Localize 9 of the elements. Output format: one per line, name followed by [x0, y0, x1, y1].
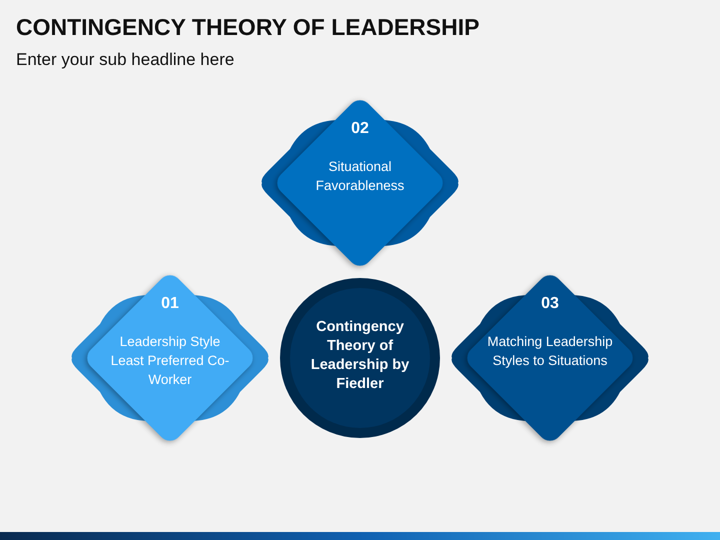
step-number: 03: [540, 294, 560, 313]
subtitle: Enter your sub headline here: [16, 50, 234, 70]
step-number: 01: [160, 294, 180, 313]
center-label: Contingency Theory of Leadership by Fiedler: [310, 318, 410, 394]
step-label: Situational Favorableness: [314, 158, 406, 195]
title: CONTINGENCY THEORY OF LEADERSHIP: [16, 14, 480, 41]
step-number: 02: [350, 119, 370, 138]
step-label: Leadership Style Least Preferred Co-Worker: [110, 333, 230, 389]
step-label: Matching Leadership Styles to Situations: [486, 333, 614, 370]
